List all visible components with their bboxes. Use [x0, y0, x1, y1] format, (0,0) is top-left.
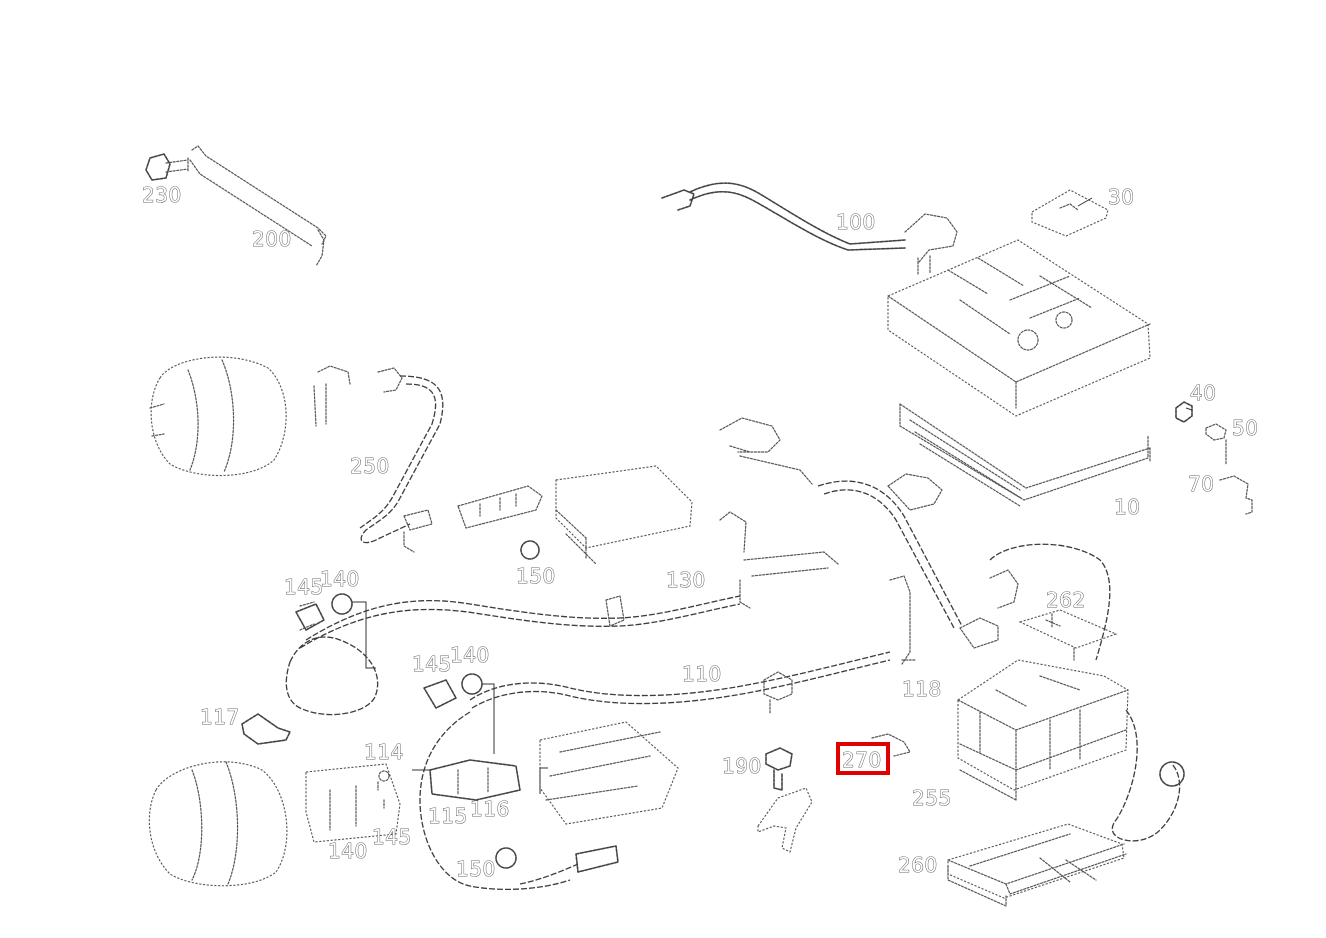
nut-140-middle-drawing: [461, 673, 495, 754]
starter-upper-drawing: [149, 356, 287, 477]
label-150-lower: 150: [456, 857, 496, 881]
label-255: 255: [912, 786, 952, 810]
relay-block-114-drawing: [305, 763, 401, 843]
washer-50-drawing: [1205, 423, 1227, 441]
connector-115-116-drawing: [429, 759, 521, 801]
label-260: 260: [898, 853, 938, 877]
label-145-middle: 145: [412, 652, 452, 676]
starter-lower-drawing: [539, 721, 679, 825]
label-140-lower: 140: [328, 839, 368, 863]
part-270-drawing: [871, 733, 911, 757]
cable-100-drawing: [661, 182, 958, 275]
bolt-70-drawing: [1219, 439, 1253, 515]
label-115: 115: [428, 804, 468, 828]
nut-150-lower-drawing: [495, 847, 517, 869]
battery-10-drawing: [887, 239, 1151, 507]
cable-130-drawing: [299, 417, 963, 649]
cover-30-drawing: [1031, 189, 1109, 237]
bolt-190-drawing: [765, 747, 793, 791]
label-145-lower: 145: [372, 825, 412, 849]
label-10: 10: [1114, 495, 1140, 519]
ground-strap-200-drawing: [189, 145, 327, 267]
label-114: 114: [364, 740, 404, 764]
cable-250-drawing: [313, 365, 444, 553]
label-50: 50: [1232, 416, 1258, 440]
grommet-145-upper-drawing: [295, 601, 325, 631]
label-117: 117: [200, 705, 240, 729]
nut-140-upper-drawing: [331, 593, 376, 669]
label-110: 110: [682, 662, 722, 686]
starter-center-drawing: [457, 465, 693, 565]
fuse-box-255-drawing: [957, 659, 1185, 842]
alternator-lower-drawing: [148, 761, 288, 887]
grommet-145-middle-drawing: [423, 679, 457, 709]
label-270: 270: [842, 748, 882, 772]
cover-262-drawing: [959, 543, 1118, 661]
clamp-117-drawing: [241, 713, 291, 745]
label-140-upper: 140: [320, 567, 360, 591]
label-262: 262: [1046, 588, 1086, 612]
label-250: 250: [350, 454, 390, 478]
label-150-upper: 150: [516, 564, 556, 588]
label-40: 40: [1190, 381, 1216, 405]
bolt-230-drawing: [145, 153, 189, 181]
label-100: 100: [836, 210, 876, 234]
label-118: 118: [902, 677, 942, 701]
label-230: 230: [142, 183, 182, 207]
label-116: 116: [470, 797, 510, 821]
bracket-drawing: [757, 787, 813, 853]
label-130: 130: [666, 568, 706, 592]
label-190: 190: [722, 754, 762, 778]
label-30: 30: [1108, 185, 1134, 209]
tray-260-drawing: [947, 823, 1127, 907]
nut-40-drawing: [1175, 401, 1193, 423]
cable-110-drawing: [285, 575, 917, 891]
label-145-upper: 145: [284, 575, 324, 599]
label-140-middle: 140: [450, 643, 490, 667]
label-200: 200: [252, 227, 292, 251]
highlight-box-270: [836, 742, 890, 775]
label-70: 70: [1188, 472, 1214, 496]
connector-lower-drawing: [519, 845, 619, 885]
